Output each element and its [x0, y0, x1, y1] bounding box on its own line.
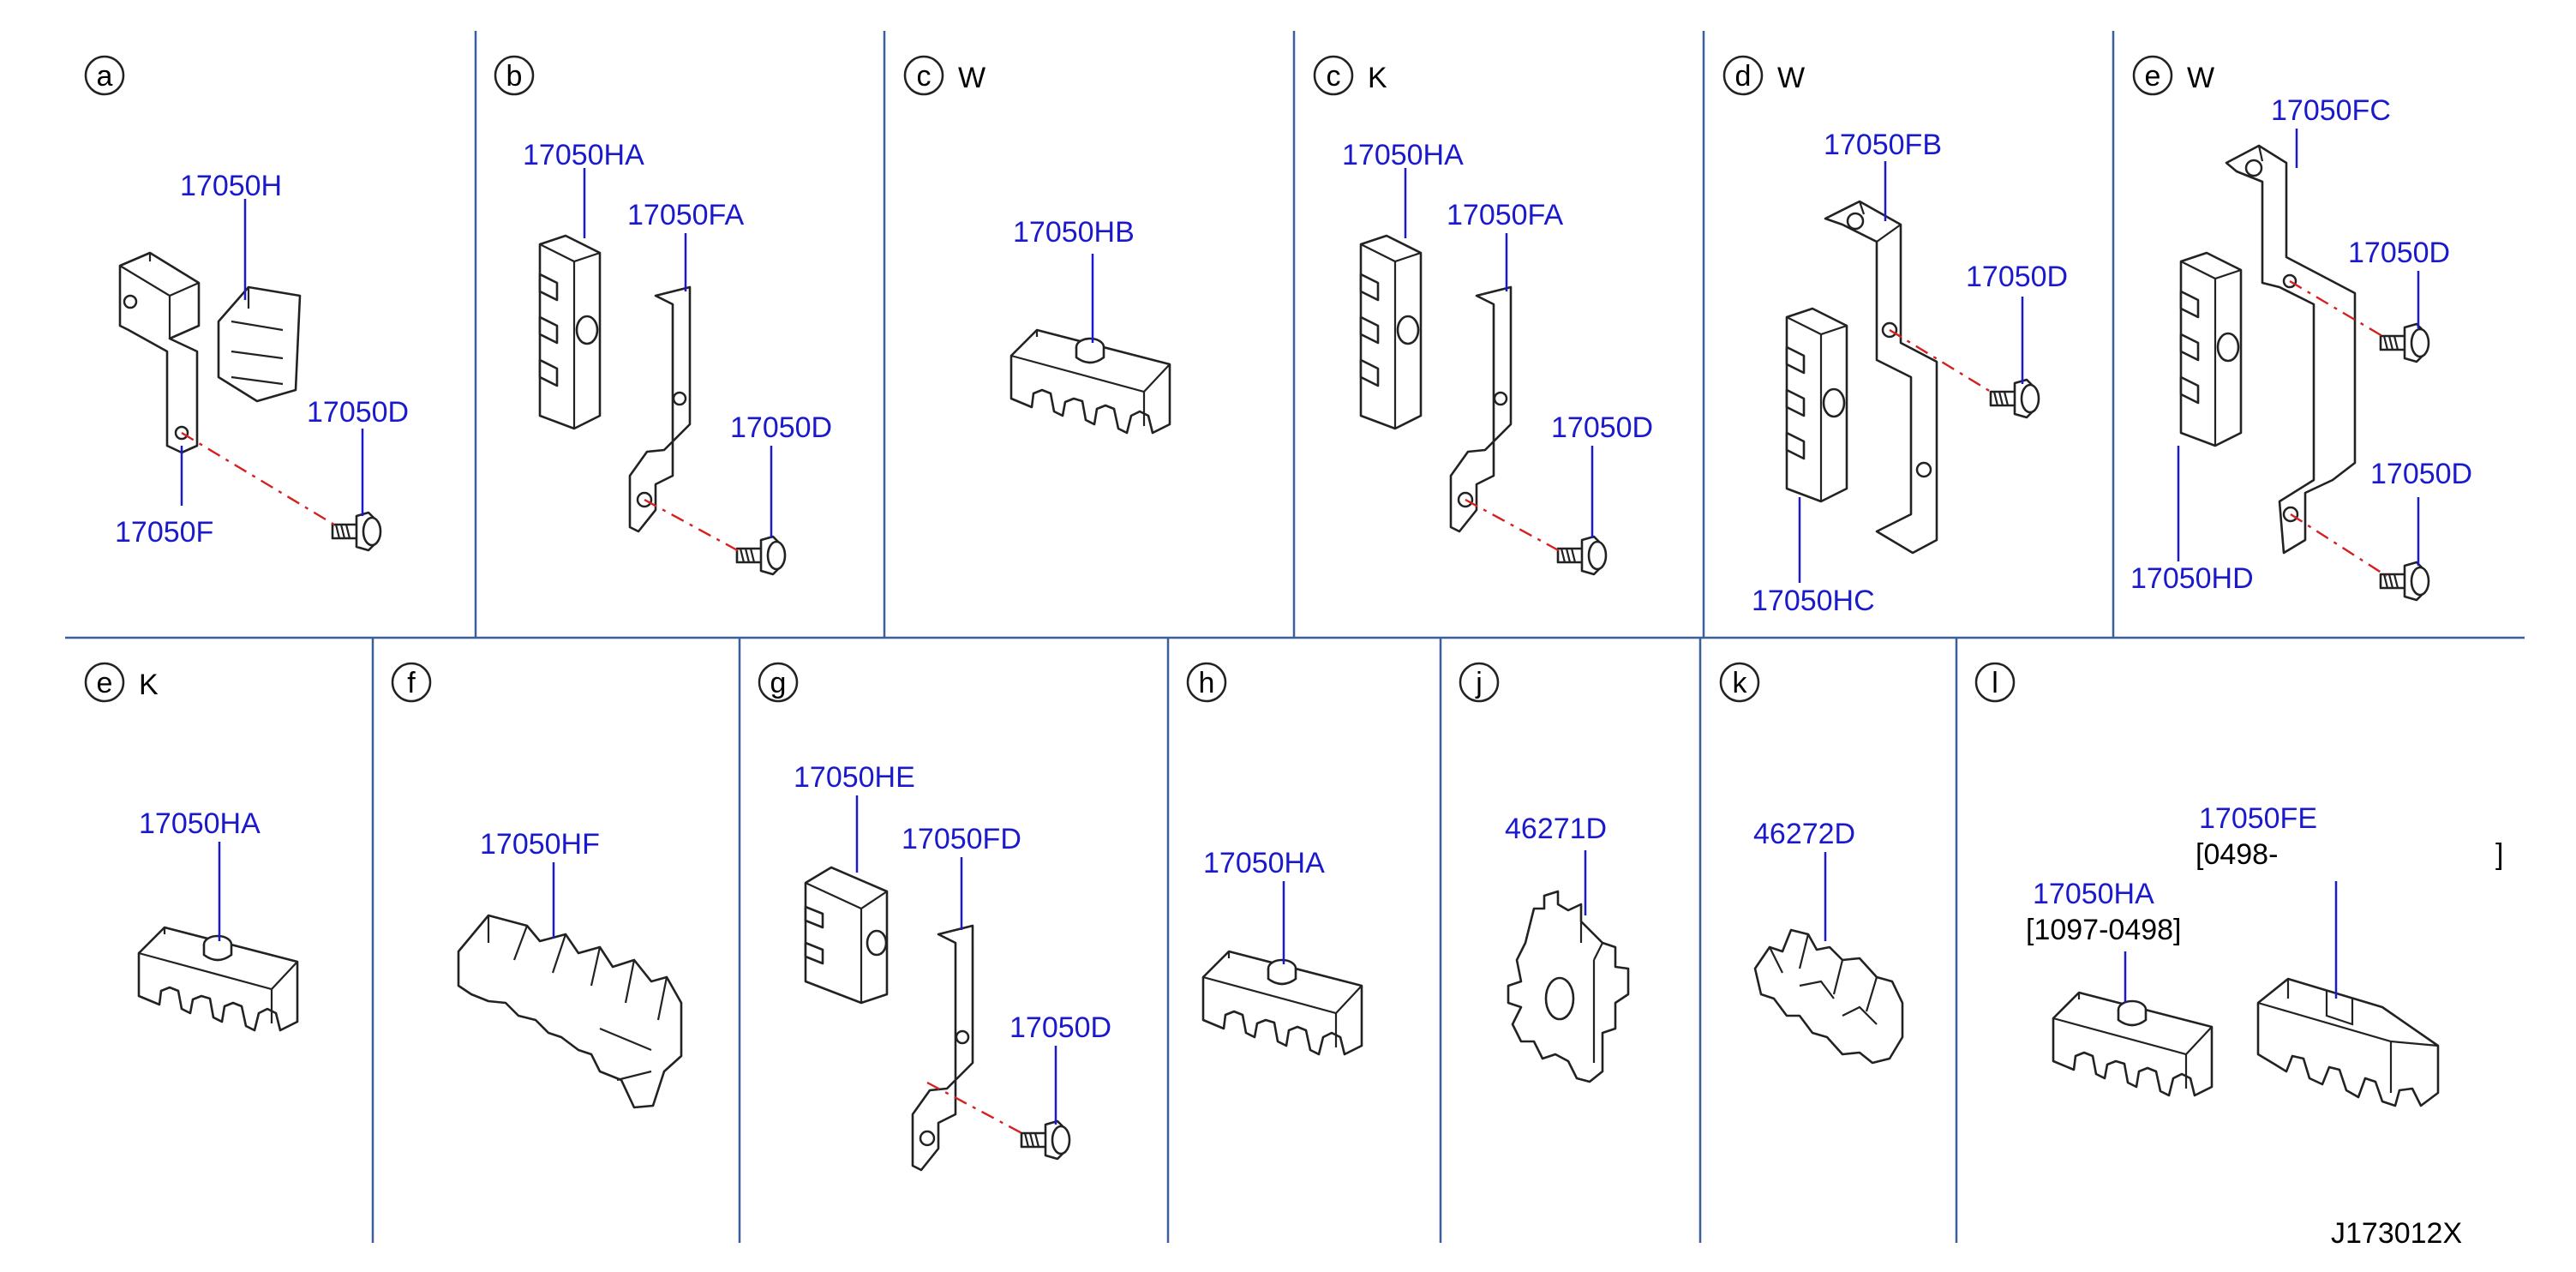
- svg-text:e: e: [2145, 60, 2161, 93]
- svg-text:17050HD: 17050HD: [2130, 562, 2254, 595]
- svg-text:K: K: [139, 669, 159, 701]
- diagram-code: J173012X: [2331, 1217, 2462, 1250]
- panel-dividers: [65, 31, 2525, 1243]
- svg-text:a: a: [97, 60, 113, 93]
- svg-text:17050D: 17050D: [2348, 237, 2450, 269]
- panel-ek: 17050HA: [137, 807, 299, 1032]
- panel-b: 17050HA 17050FA 17050D: [523, 139, 832, 576]
- svg-text:17050HA: 17050HA: [2033, 878, 2154, 910]
- svg-text:17050D: 17050D: [1009, 1011, 1111, 1044]
- svg-text:46272D: 46272D: [1753, 818, 1855, 850]
- svg-text:17050HA: 17050HA: [1342, 139, 1464, 171]
- svg-text:W: W: [958, 62, 985, 94]
- svg-text:46271D: 46271D: [1505, 813, 1607, 845]
- svg-text:b: b: [506, 60, 523, 93]
- panel-j-letter: j: [1459, 662, 1500, 703]
- svg-text:17050D: 17050D: [307, 396, 409, 429]
- svg-text:h: h: [1199, 667, 1215, 699]
- svg-text:17050D: 17050D: [1966, 261, 2068, 293]
- svg-text:l: l: [1992, 667, 1998, 699]
- svg-text:17050H: 17050H: [180, 170, 282, 202]
- svg-text:]: ]: [2495, 838, 2503, 871]
- panel-h-letter: h: [1186, 662, 1227, 703]
- panel-g-letter: g: [758, 662, 799, 703]
- svg-text:[0498-: [0498-: [2196, 838, 2278, 871]
- svg-text:f: f: [407, 667, 416, 699]
- panel-dw: 17050FB 17050D 17050HC: [1752, 129, 2068, 617]
- svg-text:17050D: 17050D: [1551, 411, 1653, 444]
- panel-f-letter: f: [391, 662, 432, 703]
- svg-text:g: g: [770, 667, 787, 699]
- svg-text:[1097-0498]: [1097-0498]: [2026, 914, 2182, 946]
- svg-text:17050FD: 17050FD: [902, 823, 1021, 855]
- svg-text:17050HB: 17050HB: [1013, 216, 1135, 249]
- panel-h: 17050HA: [1201, 847, 1363, 1056]
- panel-f: 17050HF: [457, 828, 683, 1109]
- svg-text:17050HC: 17050HC: [1752, 585, 1875, 617]
- panel-a: 17050H 17050D 17050F: [115, 170, 409, 552]
- panel-k-letter: k: [1719, 662, 1760, 703]
- svg-text:17050FE: 17050FE: [2199, 802, 2317, 835]
- svg-text:W: W: [1777, 62, 1805, 94]
- panel-j: 46271D: [1505, 813, 1630, 1083]
- svg-text:17050HA: 17050HA: [1203, 847, 1325, 879]
- clamp-17050H: [217, 285, 302, 403]
- svg-text:j: j: [1475, 667, 1483, 699]
- svg-text:d: d: [1735, 60, 1752, 93]
- panel-g: 17050HE 17050FD 17050D: [794, 761, 1111, 1172]
- svg-text:17050D: 17050D: [730, 411, 832, 444]
- svg-text:17050HA: 17050HA: [139, 807, 261, 840]
- panel-a-letter: a: [84, 55, 125, 96]
- svg-text:17050FB: 17050FB: [1824, 129, 1942, 161]
- panel-l-letter: l: [1974, 662, 2016, 703]
- svg-text:W: W: [2187, 62, 2214, 94]
- svg-text:17050FC: 17050FC: [2271, 94, 2391, 127]
- svg-text:17050HE: 17050HE: [794, 761, 915, 794]
- svg-text:17050D: 17050D: [2370, 458, 2472, 490]
- svg-text:c: c: [917, 60, 932, 93]
- svg-text:c: c: [1327, 60, 1341, 93]
- svg-text:17050HF: 17050HF: [480, 828, 600, 861]
- panel-cw: 17050HB: [1009, 216, 1171, 435]
- svg-text:17050F: 17050F: [115, 516, 213, 549]
- panel-k: 46272D: [1753, 818, 1904, 1065]
- panel-ck: 17050HA 17050FA 17050D: [1342, 139, 1653, 576]
- svg-text:k: k: [1733, 667, 1748, 699]
- svg-text:17050HA: 17050HA: [523, 139, 644, 171]
- svg-text:17050FA: 17050FA: [627, 199, 744, 231]
- panel-l: 17050FE [0498- ] 17050HA [1097-0498]: [2026, 802, 2503, 1107]
- bracket-17050F: [118, 251, 201, 454]
- panel-ew: 17050FC 17050D 17050D 17050HD: [2130, 94, 2472, 602]
- svg-text:e: e: [97, 667, 113, 699]
- svg-text:K: K: [1368, 62, 1387, 94]
- panel-b-letter: b: [494, 55, 535, 96]
- svg-text:17050FA: 17050FA: [1447, 199, 1563, 231]
